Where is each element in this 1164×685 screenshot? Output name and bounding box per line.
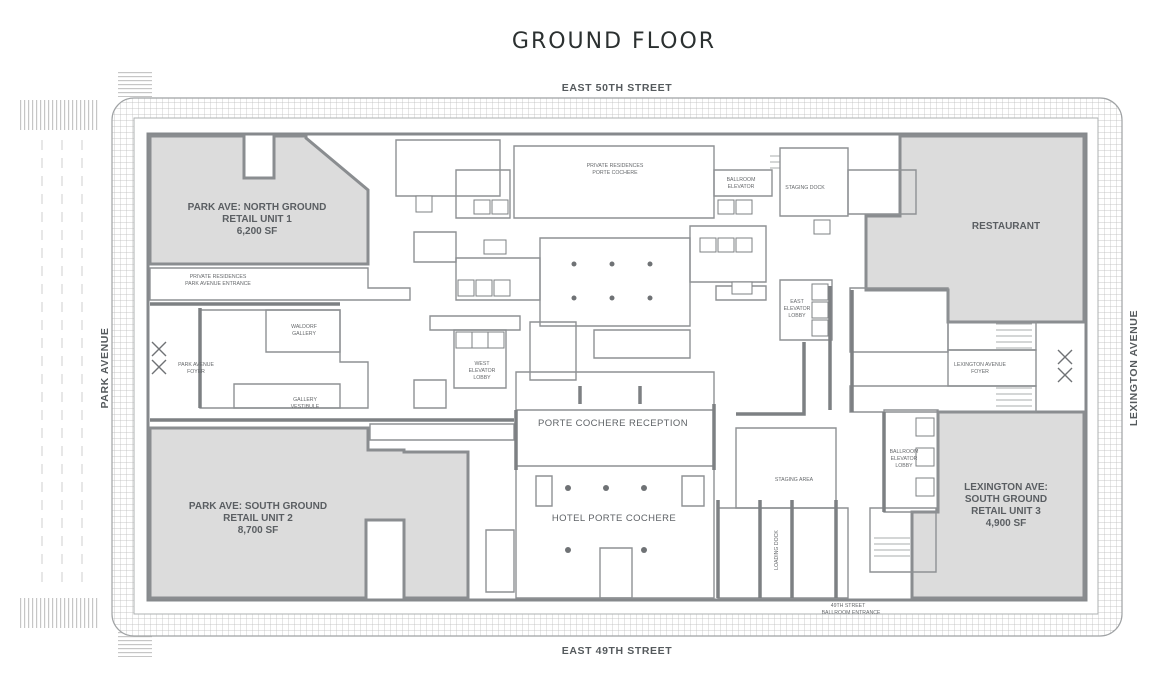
street-label-north: EAST 50TH STREET (562, 82, 673, 94)
svg-text:LEXINGTON AVENUE: LEXINGTON AVENUE (954, 362, 1007, 368)
retail-unit-south-park: PARK AVE: SOUTH GROUND RETAIL UNIT 2 8,7… (189, 501, 327, 536)
svg-text:LOBBY: LOBBY (473, 375, 491, 381)
svg-text:PARK AVE: SOUTH GROUND: PARK AVE: SOUTH GROUND (189, 501, 327, 512)
retail-unit-north-park: PARK AVE: NORTH GROUND RETAIL UNIT 1 6,2… (188, 202, 327, 237)
room-labels: PRIVATE RESIDENCES PORTE COCHERE PRIVATE… (178, 163, 1006, 616)
svg-text:ELEVATOR: ELEVATOR (784, 306, 811, 312)
svg-text:PRIVATE RESIDENCES: PRIVATE RESIDENCES (190, 274, 247, 280)
street-label-east: LEXINGTON AVENUE (1128, 310, 1140, 426)
svg-text:STAGING AREA: STAGING AREA (775, 477, 814, 483)
retail-areas (148, 134, 1086, 600)
svg-text:PORTE COCHERE: PORTE COCHERE (592, 170, 638, 176)
svg-text:8,700 SF: 8,700 SF (238, 525, 279, 536)
loading-dock-label: LOADING DOCK (774, 530, 780, 570)
svg-text:PRIVATE RESIDENCES: PRIVATE RESIDENCES (587, 163, 644, 169)
elevators (415, 195, 935, 497)
svg-text:BALLROOM: BALLROOM (890, 449, 919, 455)
svg-text:SOUTH GROUND: SOUTH GROUND (965, 494, 1047, 505)
svg-text:49TH STREET: 49TH STREET (831, 603, 866, 609)
svg-text:4,900 SF: 4,900 SF (986, 518, 1027, 529)
svg-text:STAGING DOCK: STAGING DOCK (785, 185, 825, 191)
svg-text:WALDORF: WALDORF (291, 324, 317, 330)
stairs (770, 155, 1032, 557)
svg-text:LOBBY: LOBBY (895, 463, 913, 469)
page-title: GROUND FLOOR (512, 29, 716, 54)
svg-text:BALLROOM: BALLROOM (727, 177, 756, 183)
svg-text:ELEVATOR: ELEVATOR (469, 368, 496, 374)
porte-cochere-reception-label: PORTE COCHERE RECEPTION (538, 418, 688, 429)
svg-text:ELEVATOR: ELEVATOR (728, 184, 755, 190)
svg-text:PARK AVENUE ENTRANCE: PARK AVENUE ENTRANCE (185, 281, 251, 287)
svg-text:6,200 SF: 6,200 SF (237, 226, 278, 237)
svg-text:WEST: WEST (475, 361, 491, 367)
columns (565, 261, 653, 553)
svg-text:LOBBY: LOBBY (788, 313, 806, 319)
svg-text:BALLROOM ENTRANCE: BALLROOM ENTRANCE (822, 610, 881, 616)
svg-text:FOYER: FOYER (187, 369, 205, 375)
svg-text:PARK AVE: NORTH GROUND: PARK AVE: NORTH GROUND (188, 202, 327, 213)
svg-text:RETAIL UNIT 1: RETAIL UNIT 1 (222, 214, 292, 225)
svg-text:GALLERY: GALLERY (293, 397, 317, 403)
svg-text:RETAIL UNIT 2: RETAIL UNIT 2 (223, 513, 293, 524)
svg-text:FOYER: FOYER (971, 369, 989, 375)
retail-unit-south-lex: LEXINGTON AVE: SOUTH GROUND RETAIL UNIT … (964, 482, 1048, 529)
svg-text:ELEVATOR: ELEVATOR (891, 456, 918, 462)
hotel-porte-cochere-label: HOTEL PORTE COCHERE (552, 513, 676, 524)
street-label-south: EAST 49TH STREET (562, 645, 673, 657)
svg-text:PARK AVENUE: PARK AVENUE (178, 362, 214, 368)
svg-text:LEXINGTON AVE:: LEXINGTON AVE: (964, 482, 1048, 493)
interior-walls (149, 139, 1037, 599)
entrance-doors (151, 341, 1073, 383)
svg-text:EAST: EAST (790, 299, 804, 305)
svg-text:RETAIL UNIT 3: RETAIL UNIT 3 (971, 506, 1041, 517)
svg-text:VESTIBULE: VESTIBULE (291, 404, 320, 410)
restaurant-label: RESTAURANT (972, 221, 1040, 232)
svg-text:GALLERY: GALLERY (292, 331, 316, 337)
structural-walls (150, 286, 886, 598)
street-label-west: PARK AVENUE (99, 327, 111, 408)
